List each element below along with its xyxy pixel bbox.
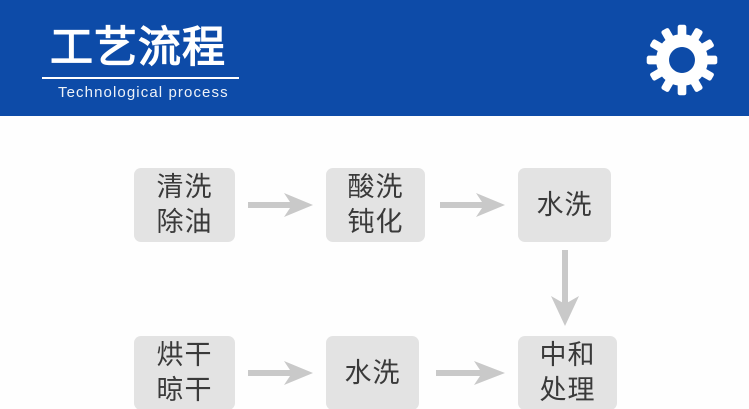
flow-box-neutralization[interactable]: 中和 处理 [518, 336, 617, 409]
flow-box-pickling-passivation[interactable]: 酸洗 钝化 [326, 168, 425, 242]
arrow-right-icon [248, 361, 313, 385]
flow-box-drying-airdry[interactable]: 烘干 晾干 [134, 336, 235, 409]
flow-box-line: 钝化 [347, 207, 404, 237]
flow-diagram: 清洗 除油 酸洗 钝化 水洗 烘干 晾干 [0, 116, 749, 409]
flow-box-line: 处理 [539, 375, 596, 405]
page-subtitle: Technological process [58, 84, 229, 101]
page-title: 工艺流程 [50, 24, 226, 72]
flow-box-water-rinse-2[interactable]: 水洗 [326, 336, 419, 409]
flow-box-line: 水洗 [344, 357, 401, 388]
title-divider [42, 77, 239, 79]
flow-box-line: 烘干 [156, 340, 213, 370]
arrow-right-icon [436, 361, 505, 385]
arrow-right-icon [440, 193, 505, 217]
flow-box-water-rinse-1[interactable]: 水洗 [518, 168, 611, 242]
arrow-right-icon [248, 193, 313, 217]
flow-box-line: 除油 [156, 207, 213, 237]
flow-box-line: 中和 [539, 340, 596, 370]
header-banner: 工艺流程 Technological process [0, 0, 749, 116]
flow-box-line: 水洗 [536, 189, 593, 220]
arrow-down-icon [551, 250, 579, 326]
flow-box-line: 清洗 [156, 172, 213, 202]
flow-box-line: 酸洗 [347, 172, 404, 202]
gear-icon [646, 24, 718, 96]
flow-box-cleaning-degreasing[interactable]: 清洗 除油 [134, 168, 235, 242]
flow-box-line: 晾干 [156, 375, 213, 405]
